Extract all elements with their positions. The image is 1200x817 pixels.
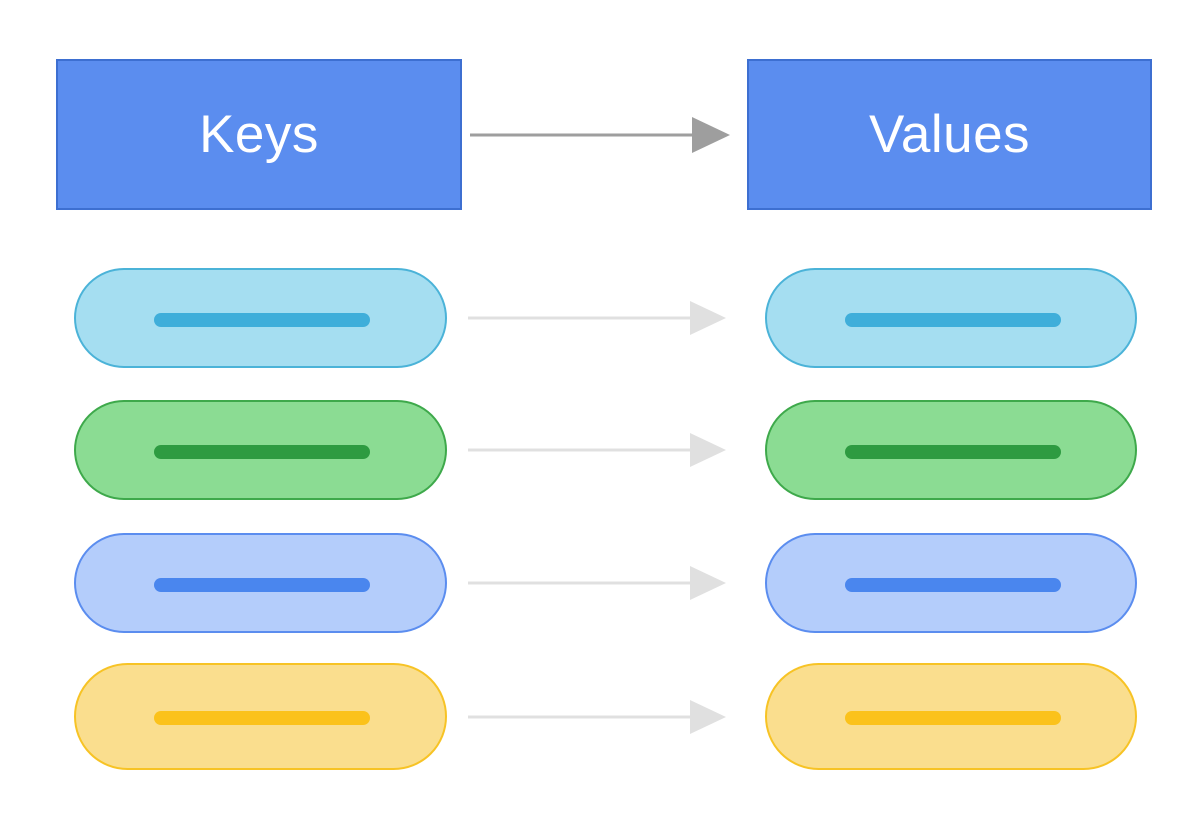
key-pill-row-2[interactable] xyxy=(74,400,447,500)
value-bar-row-2 xyxy=(845,445,1061,459)
arrow-right-icon-row-3 xyxy=(468,566,726,600)
key-bar-row-2 xyxy=(154,445,370,459)
value-bar-row-4 xyxy=(845,711,1061,725)
values-header-label: Values xyxy=(868,105,1031,164)
key-bar-row-3 xyxy=(154,578,370,592)
arrow-right-icon-main xyxy=(470,117,730,153)
value-pill-row-4[interactable] xyxy=(765,663,1137,770)
arrow-right-icon-row-1 xyxy=(468,301,726,335)
values-header-box: Values xyxy=(747,59,1152,210)
arrow-right-icon-row-2 xyxy=(468,433,726,467)
key-bar-row-1 xyxy=(154,313,370,327)
keys-header-box: Keys xyxy=(56,59,462,210)
key-bar-row-4 xyxy=(154,711,370,725)
value-pill-row-3[interactable] xyxy=(765,533,1137,633)
key-pill-row-4[interactable] xyxy=(74,663,447,770)
value-pill-row-2[interactable] xyxy=(765,400,1137,500)
key-pill-row-1[interactable] xyxy=(74,268,447,368)
keys-header-label: Keys xyxy=(199,105,319,164)
value-bar-row-1 xyxy=(845,313,1061,327)
key-pill-row-3[interactable] xyxy=(74,533,447,633)
value-bar-row-3 xyxy=(845,578,1061,592)
value-pill-row-1[interactable] xyxy=(765,268,1137,368)
arrow-right-icon-row-4 xyxy=(468,700,726,734)
